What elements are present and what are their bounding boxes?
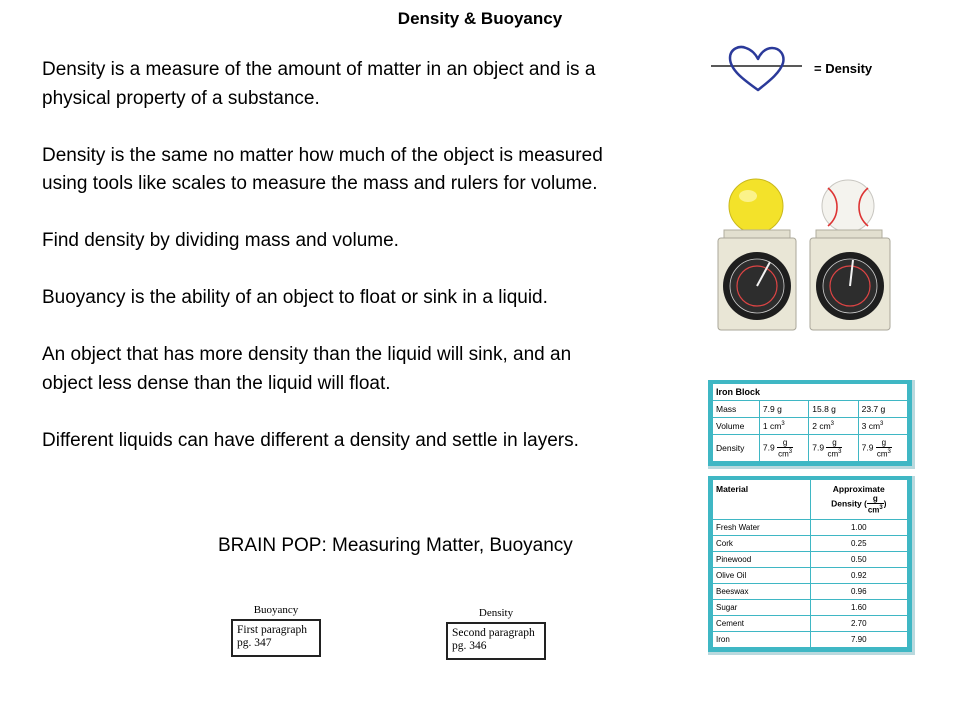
heart-label: = Density [814,61,873,76]
mass-label: Mass [712,400,760,418]
right-scale-needle [849,259,854,287]
volume-cell: 3 cm3 [857,417,909,435]
left-scale-needle [756,261,771,287]
ball-highlight [739,190,757,202]
baseball-stitch-left [827,187,838,227]
scales-photo [717,178,891,331]
volume-cell: 2 cm3 [808,417,859,435]
heart-density-graphic: = Density [711,45,873,92]
mass-cell: 7.9 g [758,400,810,418]
buoyancy-line2: pg. 347 [237,637,272,649]
buoyancy-caption: Buoyancy [253,604,299,616]
density-label: Density [712,434,760,462]
buoyancy-line1: First paragraph [237,624,307,636]
slide-title: Density & Buoyancy [397,9,563,28]
density-caption: Density [478,607,514,619]
paragraph-sink-float: An object that has more density than the… [42,344,572,394]
mass-cell: 23.7 g [857,400,909,418]
density-box: Second paragraph pg. 346 [446,622,546,660]
iron-table-title: Iron Block [712,383,908,401]
density-line1: Second paragraph [452,627,535,639]
buoyancy-reference: Buoyancy First paragraph pg. 347 [231,604,321,657]
material-header: Material [712,479,811,520]
paragraph-density-constant: Density is the same no matter how much o… [42,144,603,195]
buoyancy-box: First paragraph pg. 347 [231,619,321,657]
paragraph-density-definition: Density is a measure of the amount of ma… [42,59,596,109]
mass-cell: 15.8 g [808,400,859,418]
paragraph-buoyancy-definition: Buoyancy is the ability of an object to … [42,287,548,308]
yellow-ball-icon [728,178,784,234]
heart-icon [728,45,785,92]
baseball-stitch-right [858,187,869,227]
brainpop-reference: BRAIN POP: Measuring Matter, Buoyancy [218,535,573,556]
volume-label: Volume [712,417,760,435]
volume-cell: 1 cm3 [758,417,810,435]
body-text: Density is a measure of the amount of ma… [42,56,622,455]
density-reference: Density Second paragraph pg. 346 [446,607,546,660]
density-line2: pg. 346 [452,640,487,652]
paragraph-liquid-layers: Different liquids can have different a d… [42,429,579,451]
paragraph-find-density: Find density by dividing mass and volume… [42,230,399,251]
iron-block-table: Iron Block Mass 7.9 g 15.8 g 23.7 g Volu… [708,380,915,469]
